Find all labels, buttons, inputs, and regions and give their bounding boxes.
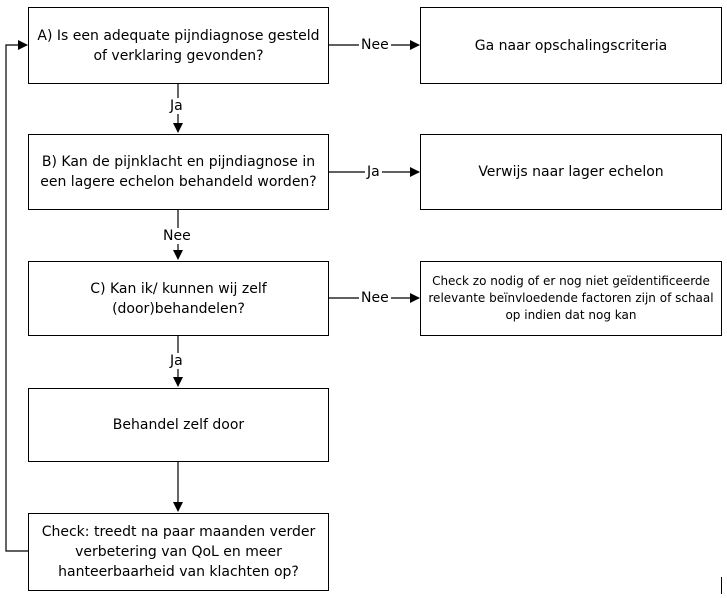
edge-label-a-nee: Nee: [359, 37, 391, 53]
edge-label-b-ja: Ja: [365, 164, 382, 180]
edge-label-a-ja: Ja: [168, 98, 185, 114]
arrow-loop-back: [5, 40, 28, 552]
node-c-outcome: Check zo nodig of er nog niet geïdentifi…: [420, 261, 722, 336]
node-e: Check: treedt na paar maanden verder ver…: [28, 513, 329, 591]
node-b-outcome: Verwijs naar lager echelon: [420, 134, 722, 210]
node-d: Behandel zelf door: [28, 388, 329, 462]
edge-label-b-nee: Nee: [161, 228, 193, 244]
node-a: A) Is een adequate pijndiagnose gesteld …: [28, 7, 329, 84]
edge-label-c-nee: Nee: [359, 290, 391, 306]
node-a-outcome: Ga naar opschalingscriteria: [420, 7, 722, 84]
text-cursor-mark: [721, 577, 722, 594]
node-b: B) Kan de pijnklacht en pijndiagnose in …: [28, 134, 329, 210]
edge-label-c-ja: Ja: [168, 353, 185, 369]
node-c: C) Kan ik/ kunnen wij zelf (door)behande…: [28, 261, 329, 336]
